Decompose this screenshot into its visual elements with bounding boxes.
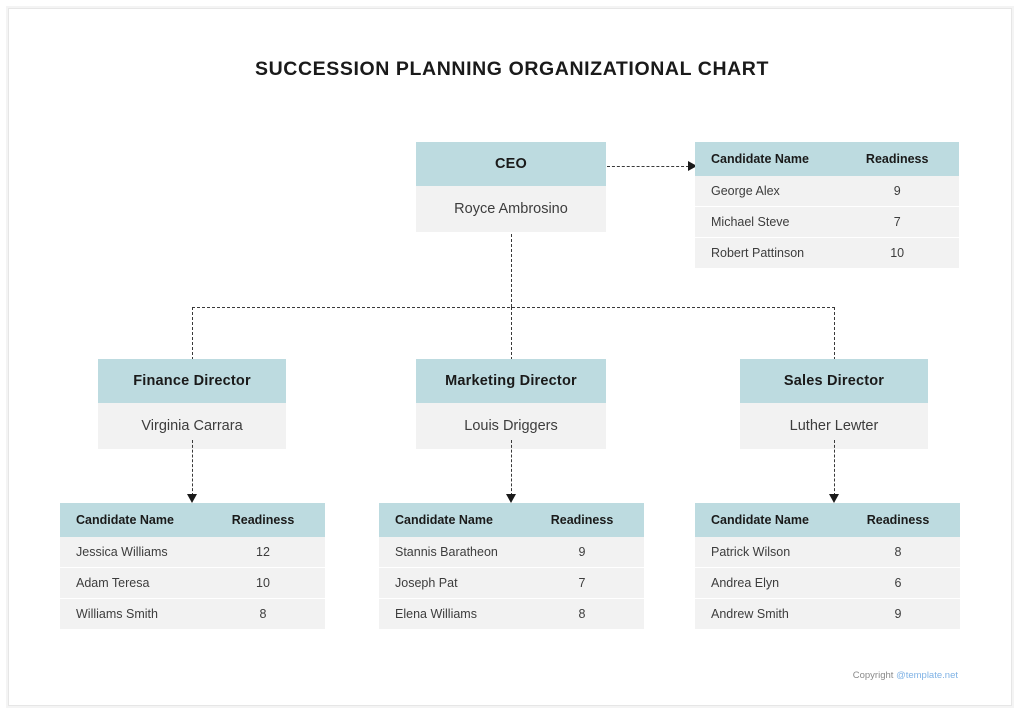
node-ceo[interactable]: CEO Royce Ambrosino xyxy=(416,142,606,232)
table-row[interactable]: Joseph Pat 7 xyxy=(379,568,644,599)
cell-candidate-name: Andrew Smith xyxy=(711,607,789,621)
candidate-table-finance: Candidate Name Readiness Jessica William… xyxy=(60,503,325,629)
table-row[interactable]: Andrea Elyn 6 xyxy=(695,568,960,599)
cell-candidate-name: Adam Teresa xyxy=(76,576,150,590)
table-row[interactable]: Stannis Baratheon 9 xyxy=(379,537,644,568)
candidate-table-marketing: Candidate Name Readiness Stannis Barathe… xyxy=(379,503,644,629)
cell-candidate-name: Andrea Elyn xyxy=(711,576,780,590)
cell-readiness: 8 xyxy=(894,545,902,559)
cell-candidate-name: Robert Pattinson xyxy=(711,246,805,260)
candidate-table-sales: Candidate Name Readiness Patrick Wilson … xyxy=(695,503,960,629)
footer-copyright: Copyright @template.net xyxy=(853,670,958,681)
candidate-table-ceo: Candidate Name Readiness George Alex 9 M… xyxy=(695,142,959,268)
cell-candidate-name: Stannis Baratheon xyxy=(395,545,498,559)
column-header-candidate-name: Candidate Name xyxy=(395,513,493,527)
cell-candidate-name: Jessica Williams xyxy=(76,545,168,559)
cell-readiness: 8 xyxy=(259,607,267,621)
table-row[interactable]: Jessica Williams 12 xyxy=(60,537,325,568)
node-marketing-person: Louis Driggers xyxy=(416,403,606,449)
node-sales-role: Sales Director xyxy=(740,359,928,403)
node-ceo-role: CEO xyxy=(416,142,606,186)
cell-candidate-name: Williams Smith xyxy=(76,607,158,621)
table-row[interactable]: Michael Steve 7 xyxy=(695,207,959,238)
table-header-row: Candidate Name Readiness xyxy=(379,503,644,537)
table-row[interactable]: Elena Williams 8 xyxy=(379,599,644,629)
node-ceo-person: Royce Ambrosino xyxy=(416,186,606,232)
table-header-row: Candidate Name Readiness xyxy=(695,503,960,537)
node-finance-role: Finance Director xyxy=(98,359,286,403)
table-row[interactable]: George Alex 9 xyxy=(695,176,959,207)
cell-candidate-name: Elena Williams xyxy=(395,607,477,621)
node-marketing-director[interactable]: Marketing Director Louis Driggers xyxy=(416,359,606,449)
cell-readiness: 7 xyxy=(578,576,586,590)
cell-readiness: 6 xyxy=(894,576,902,590)
table-row[interactable]: Robert Pattinson 10 xyxy=(695,238,959,268)
table-header-row: Candidate Name Readiness xyxy=(60,503,325,537)
cell-candidate-name: George Alex xyxy=(711,184,780,198)
copyright-label: Copyright xyxy=(852,670,894,681)
cell-readiness: 9 xyxy=(578,545,586,559)
column-header-candidate-name: Candidate Name xyxy=(76,513,174,527)
node-sales-director[interactable]: Sales Director Luther Lewter xyxy=(740,359,928,449)
column-header-candidate-name: Candidate Name xyxy=(711,513,809,527)
column-header-readiness: Readiness xyxy=(865,152,929,166)
node-finance-director[interactable]: Finance Director Virginia Carrara xyxy=(98,359,286,449)
table-row[interactable]: Patrick Wilson 8 xyxy=(695,537,960,568)
table-row[interactable]: Andrew Smith 9 xyxy=(695,599,960,629)
cell-readiness: 12 xyxy=(256,545,270,559)
cell-readiness: 10 xyxy=(890,246,905,260)
cell-readiness: 9 xyxy=(894,607,902,621)
cell-candidate-name: Joseph Pat xyxy=(395,576,458,590)
cell-candidate-name: Patrick Wilson xyxy=(711,545,791,559)
table-row[interactable]: Williams Smith 8 xyxy=(60,599,325,629)
template-brand-link[interactable]: @template.net xyxy=(896,670,958,681)
column-header-candidate-name: Candidate Name xyxy=(711,152,809,166)
column-header-readiness: Readiness xyxy=(550,513,614,527)
cell-readiness: 10 xyxy=(256,576,270,590)
node-marketing-role: Marketing Director xyxy=(416,359,606,403)
column-header-readiness: Readiness xyxy=(866,513,930,527)
column-header-readiness: Readiness xyxy=(231,513,295,527)
cell-readiness: 8 xyxy=(578,607,586,621)
table-row[interactable]: Adam Teresa 10 xyxy=(60,568,325,599)
page-title: SUCCESSION PLANNING ORGANIZATIONAL CHART xyxy=(254,58,770,80)
cell-readiness: 7 xyxy=(893,215,901,229)
table-header-row: Candidate Name Readiness xyxy=(695,142,959,176)
cell-readiness: 9 xyxy=(893,184,901,198)
cell-candidate-name: Michael Steve xyxy=(711,215,790,229)
